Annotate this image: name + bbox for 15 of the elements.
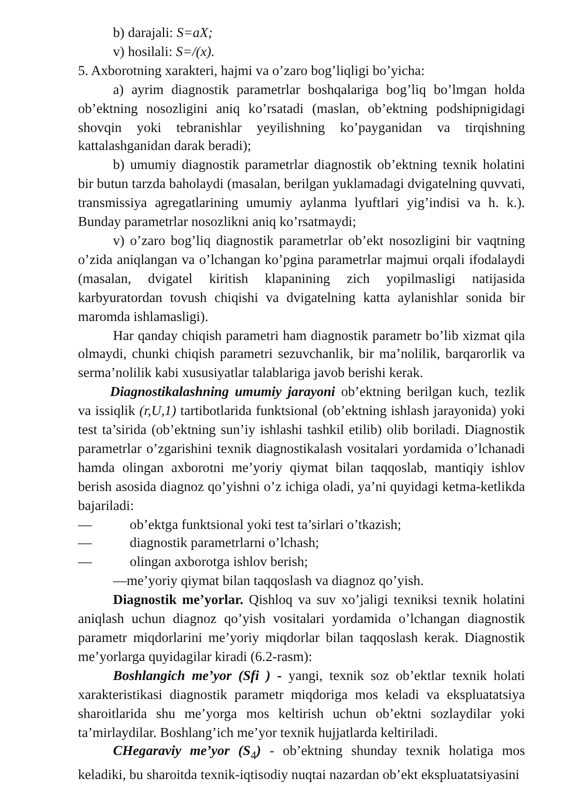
- list-item: — diagnostik parametrlarni o’lchash;: [78, 534, 320, 552]
- formula-line: v) hosilali: S=/(x).: [112, 42, 216, 61]
- paragraph: v) o’zaro bog’liq diagnostik parametrlar ob’ekt nosozligini bir vaqtning o’zida aniqlangan va o’lchangan ko’pgina parametrlar majmui orqali ifodalaydi (masalan, dvigatel kiritish klapanining zich yopilmasligi natijasida karbyuratordan tovush chiqishi va dvigatelning katta aylanishlar sonida bir maromda ishlamasligi).: [78, 232, 525, 326]
- paragraph: Har qanday chiqish parametri ham diagnostik parametr bo’lib xizmat qila olmaydi, chunki chiqish parametri sezuvchanlik, bir ma’nolilik, barqarorlik va serma’nolilik kabi xususiyatlar talablariga javob berishi kerak.: [78, 326, 525, 382]
- list-item: — olingan axborotga ishlov berish;: [78, 553, 309, 572]
- paragraph: Diagnostik me’yorlar. Qishloq va suv xo’jaligi texniksi texnik holatini aniqlash uchun diagnoz qo’yish vositalari yordamida o’lchangan diagnostik parametr miqdorlarini me’yoriy miqdorlar bilan taqqoslash kerak. Diagnostik me’yorlarga quyidagilar kiradi (6.2-rasm):: [78, 591, 525, 666]
- section-heading: 5. Axborotning xarakteri, hajmi va o’zaro bog’liqligi bo’yicha:: [78, 62, 426, 80]
- list-item: — ob’ektga funktsional yoki test ta’sirlari o’tkazish;: [78, 516, 402, 534]
- list-item: —me’yoriy qiymat bilan taqqoslash va diagnoz qo’yish.: [112, 572, 425, 590]
- formula-line: b) darajali: S=aX;: [112, 24, 214, 42]
- paragraph: a) ayrim diagnostik parametrlar boshqalariga bog’liq bo’lmgan holda ob’ektning nosozligini aniq ko’rsatadi (maslan, ob’ektning podshipnigidagi shovqin yoki tebranishlar yeyilishning ko’payganidan va tirqishning kattalashganidan darak beradi);: [78, 80, 525, 156]
- paragraph: Diagnostikalashning umumiy jarayoni ob’ektning berilgan kuch, tezlik va issiqlik (r,U,1) tartibotlarida funktsional (ob’ektning ishlash jarayonida) yoki test ta’sirida (ob’ektning sun’iy ishlashi tashkil etilib) olib boriladi. Diagnostik parametrlar o’zgarishini texnik diagnostikalash vositalari yordamida o’lchanadi hamda olingan axborotni me’yoriy qiymat bilan taqqoslab, mantiqiy ishlov berish asosida diagnoz qo’yishni o’z ichiga oladi, ya’ni quyidagi ketma-ketlikda bajariladi:: [78, 383, 525, 515]
- paragraph: b) umumiy diagnostik parametrlar diagnostik ob’ektning texnik holatini bir butun tarzda baholaydi (masalan, berilgan yuklamadagi dvigatelning quvvati, transmissiya agregatlarining umumiy aylanma lyuftlari yig’indisi va h. k.). Bunday parametrlar nosozlikni aniq ko’rsatmaydi;: [78, 156, 525, 232]
- paragraph: Boshlangich me’yor (Sfi ) - yangi, texnik soz ob’ektlar texnik holati xarakteristikasi diagnostik parametr miqdoriga mos keladi va ekspluatatsiya sharoitlarida shu me’yorga mos keltirish uchun ob’ektni sozlaydilar yoki ta’mirlaydilar. Boshlang’ich me’yor texnik hujjatlarda keltiriladi.: [78, 666, 525, 742]
- paragraph: CHegaraviy me’yor (S$_{4}$) - ob’ektning shunday texnik holatiga mos keladiki, bu sharoitda texnik-iqtisodiy nuqtai nazardan ob’ekt ekspluatatsiyasini: [78, 742, 525, 784]
